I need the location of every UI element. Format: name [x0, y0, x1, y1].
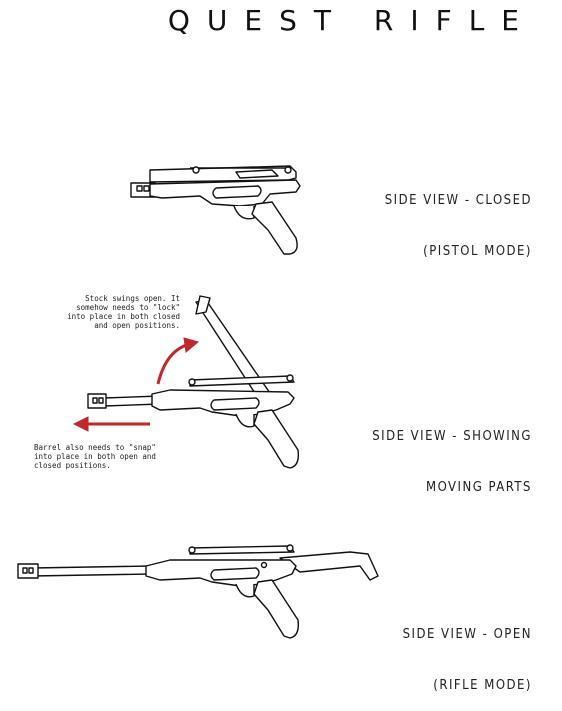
caption-open-line2: (RIFLE MODE): [433, 678, 532, 693]
caption-open-line1: SIDE VIEW - OPEN: [402, 627, 532, 642]
caption-closed-line2: (PISTOL MODE): [423, 244, 532, 259]
caption-moving-line2: MOVING PARTS: [425, 480, 532, 495]
barrel-note: Barrel also needs to "snap" into place i…: [34, 443, 156, 470]
caption-moving-line1: SIDE VIEW - SHOWING: [372, 429, 532, 444]
stock-arrowhead-icon: [183, 337, 200, 353]
caption-closed-line1: SIDE VIEW - CLOSED: [384, 193, 532, 208]
rifle-open-drawing: [17, 544, 379, 639]
stock-swing-arrow-icon: [156, 342, 191, 385]
caption-moving: SIDE VIEW - SHOWING MOVING PARTS: [372, 394, 532, 513]
caption-closed: SIDE VIEW - CLOSED (PISTOL MODE): [385, 158, 532, 277]
rifle-illustrations: [17, 165, 379, 639]
page-title: QUEST RIFLE: [167, 4, 536, 37]
rifle-closed-drawing: [130, 165, 301, 255]
stock-note: Stock swings open. It somehow needs to "…: [67, 294, 180, 330]
rifle-moving-drawing: [87, 295, 300, 469]
barrel-arrowhead-icon: [72, 416, 89, 432]
